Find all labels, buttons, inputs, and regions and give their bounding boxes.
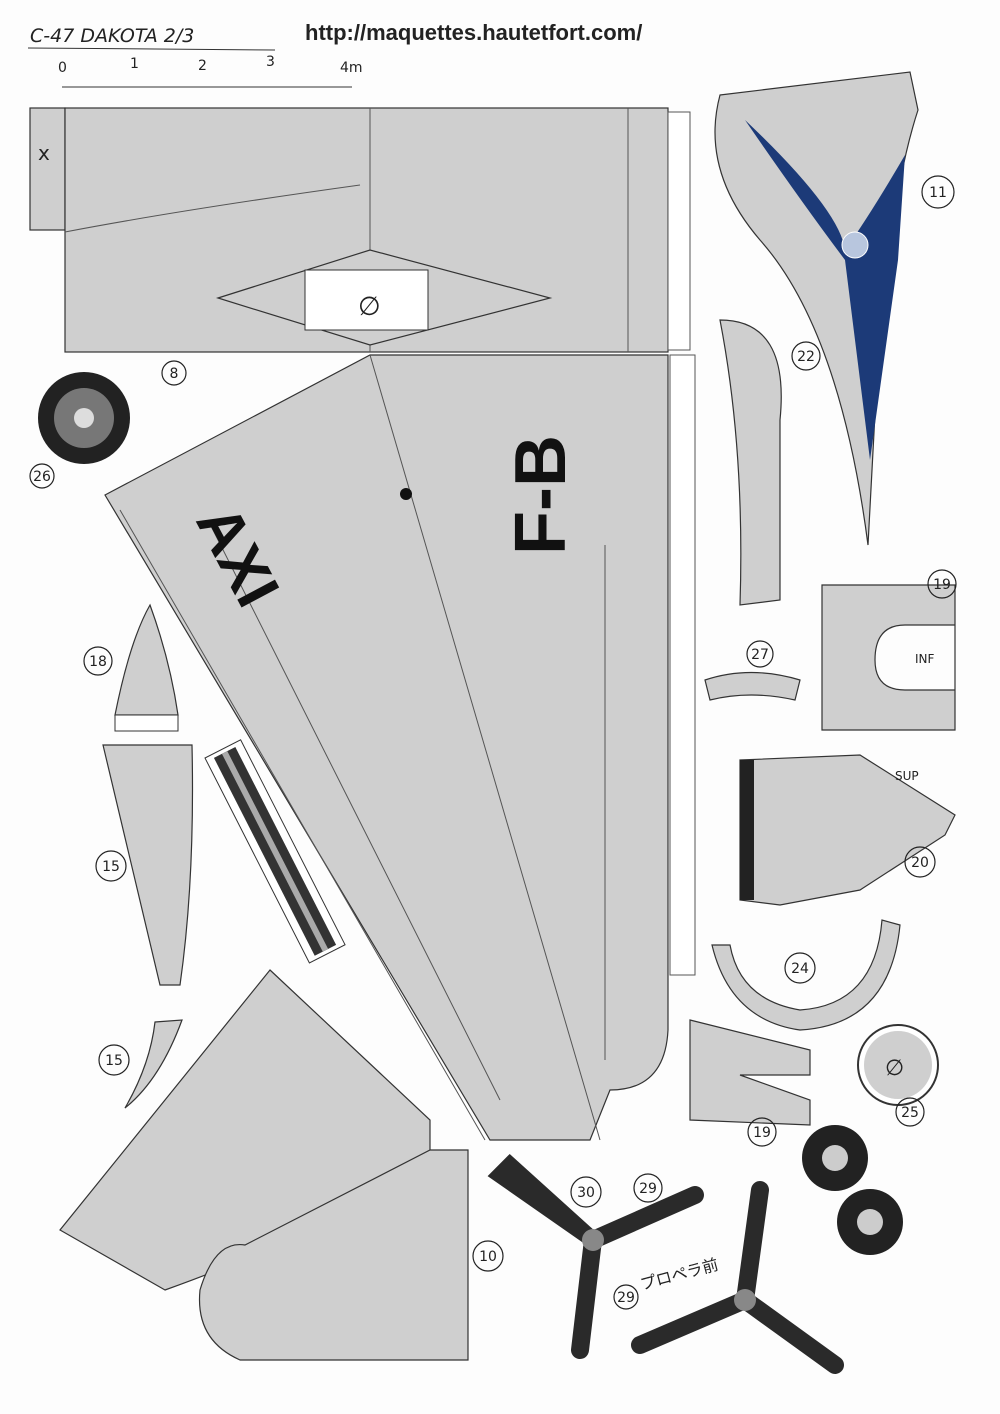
part-26-engine — [38, 372, 130, 464]
propeller-front-label: プロペラ前 — [638, 1255, 720, 1294]
drawing-shape — [29, 107, 66, 231]
diameter-mark: ∅ — [358, 292, 381, 322]
part-number-22: 22 — [797, 349, 815, 365]
drawing-shape — [857, 1209, 883, 1235]
drawing-shape — [791, 341, 821, 371]
propeller-30 — [487, 1153, 704, 1359]
drawing-shape — [83, 646, 113, 676]
exhaust-strip — [204, 739, 346, 964]
drawing-shape — [584, 1186, 704, 1249]
part-19 — [821, 584, 956, 731]
part-number-29b: 29 — [617, 1290, 635, 1306]
part-15 — [102, 744, 194, 986]
part-10-stabilizer — [59, 969, 469, 1361]
drawing-shape — [895, 1097, 925, 1127]
scale-tick-label: 4m — [340, 60, 363, 76]
part-19-v — [689, 1019, 811, 1126]
part-number-24: 24 — [791, 961, 809, 977]
drawing-shape — [669, 354, 696, 976]
drawing-shape — [864, 1031, 932, 1099]
drawing-shape — [633, 1173, 663, 1203]
wing-panel: AXI F-B — [104, 354, 696, 1141]
part-15b — [124, 1019, 183, 1109]
drawing-shape — [667, 111, 691, 351]
drawing-shape — [736, 1181, 769, 1309]
part-number-27: 27 — [751, 647, 769, 663]
drawing-shape — [114, 714, 179, 732]
drawing-shape — [472, 1240, 504, 1272]
drawing-shape — [400, 488, 412, 500]
drawing-shape — [747, 1117, 777, 1147]
drawing-shape — [927, 569, 957, 599]
scale-bar: 0 1 2 3 4m — [58, 54, 363, 88]
part-number-10: 10 — [479, 1249, 497, 1265]
drawing-shape — [921, 175, 955, 209]
drawing-shape — [221, 751, 329, 952]
registration-fb: F-B — [501, 435, 581, 555]
diameter-mark-25: ∅ — [885, 1056, 904, 1081]
wheels — [802, 1125, 903, 1255]
part-number-15b: 15 — [105, 1053, 123, 1069]
inf-label: INF — [915, 652, 935, 666]
part-27 — [704, 671, 801, 701]
part-22 — [719, 319, 782, 606]
title-underline — [27, 47, 276, 51]
scale-tick-label: 1 — [130, 56, 139, 72]
scale-tick-label: 3 — [266, 54, 275, 70]
propeller-29 — [631, 1181, 844, 1374]
part-number-19: 19 — [933, 577, 951, 593]
drawing-shape — [161, 360, 187, 386]
drawing-shape — [570, 1176, 602, 1208]
drawing-shape — [119, 354, 606, 1141]
drawing-shape — [198, 1149, 469, 1361]
drawing-shape — [613, 1284, 639, 1310]
drawing-shape — [571, 1231, 602, 1359]
drawing-shape — [822, 1145, 848, 1171]
drawing-shape — [304, 269, 429, 331]
drawing-shape — [98, 1044, 130, 1076]
drawing-shape — [904, 846, 936, 878]
part-number-8: 8 — [170, 366, 179, 382]
part-number-20: 20 — [911, 855, 929, 871]
part-number-18: 18 — [89, 654, 107, 670]
drawing-shape — [746, 640, 774, 668]
sup-label: SUP — [895, 769, 919, 783]
scale-tick-label: 2 — [198, 58, 207, 74]
part-24 — [711, 919, 901, 1031]
drawing-shape — [487, 1153, 599, 1247]
part-number-29: 29 — [639, 1181, 657, 1197]
part-number-19b: 19 — [753, 1125, 771, 1141]
part-11-tail-fin — [714, 71, 919, 546]
part-8-fuselage-panel: ∅ x — [29, 107, 691, 353]
part-number-25: 25 — [901, 1105, 919, 1121]
drawing-shape — [784, 952, 816, 984]
drawing-shape — [841, 231, 869, 259]
x-mark: x — [38, 141, 50, 165]
drawing-shape — [582, 1229, 604, 1251]
drawing-shape — [29, 463, 55, 489]
scale-tick-label: 0 — [58, 60, 67, 76]
drawing-shape — [64, 107, 669, 353]
drawing-shape — [95, 850, 127, 882]
part-number-11: 11 — [929, 185, 947, 201]
drawing-shape — [745, 120, 905, 460]
part-number-30: 30 — [577, 1185, 595, 1201]
part-18 — [114, 603, 179, 716]
drawing-shape — [74, 408, 94, 428]
drawing-shape — [740, 760, 754, 900]
drawing-shape — [736, 1291, 844, 1374]
part-number-26: 26 — [33, 469, 51, 485]
part-number-15: 15 — [102, 859, 120, 875]
part-20 — [739, 754, 956, 906]
site-url: http://maquettes.hautetfort.com/ — [305, 20, 642, 45]
drawing-shape — [734, 1289, 756, 1311]
drawing-shape — [631, 1291, 754, 1354]
drawing-shape — [104, 354, 669, 1141]
sheet-title: C-47 DAKOTA 2/3 — [30, 25, 194, 47]
